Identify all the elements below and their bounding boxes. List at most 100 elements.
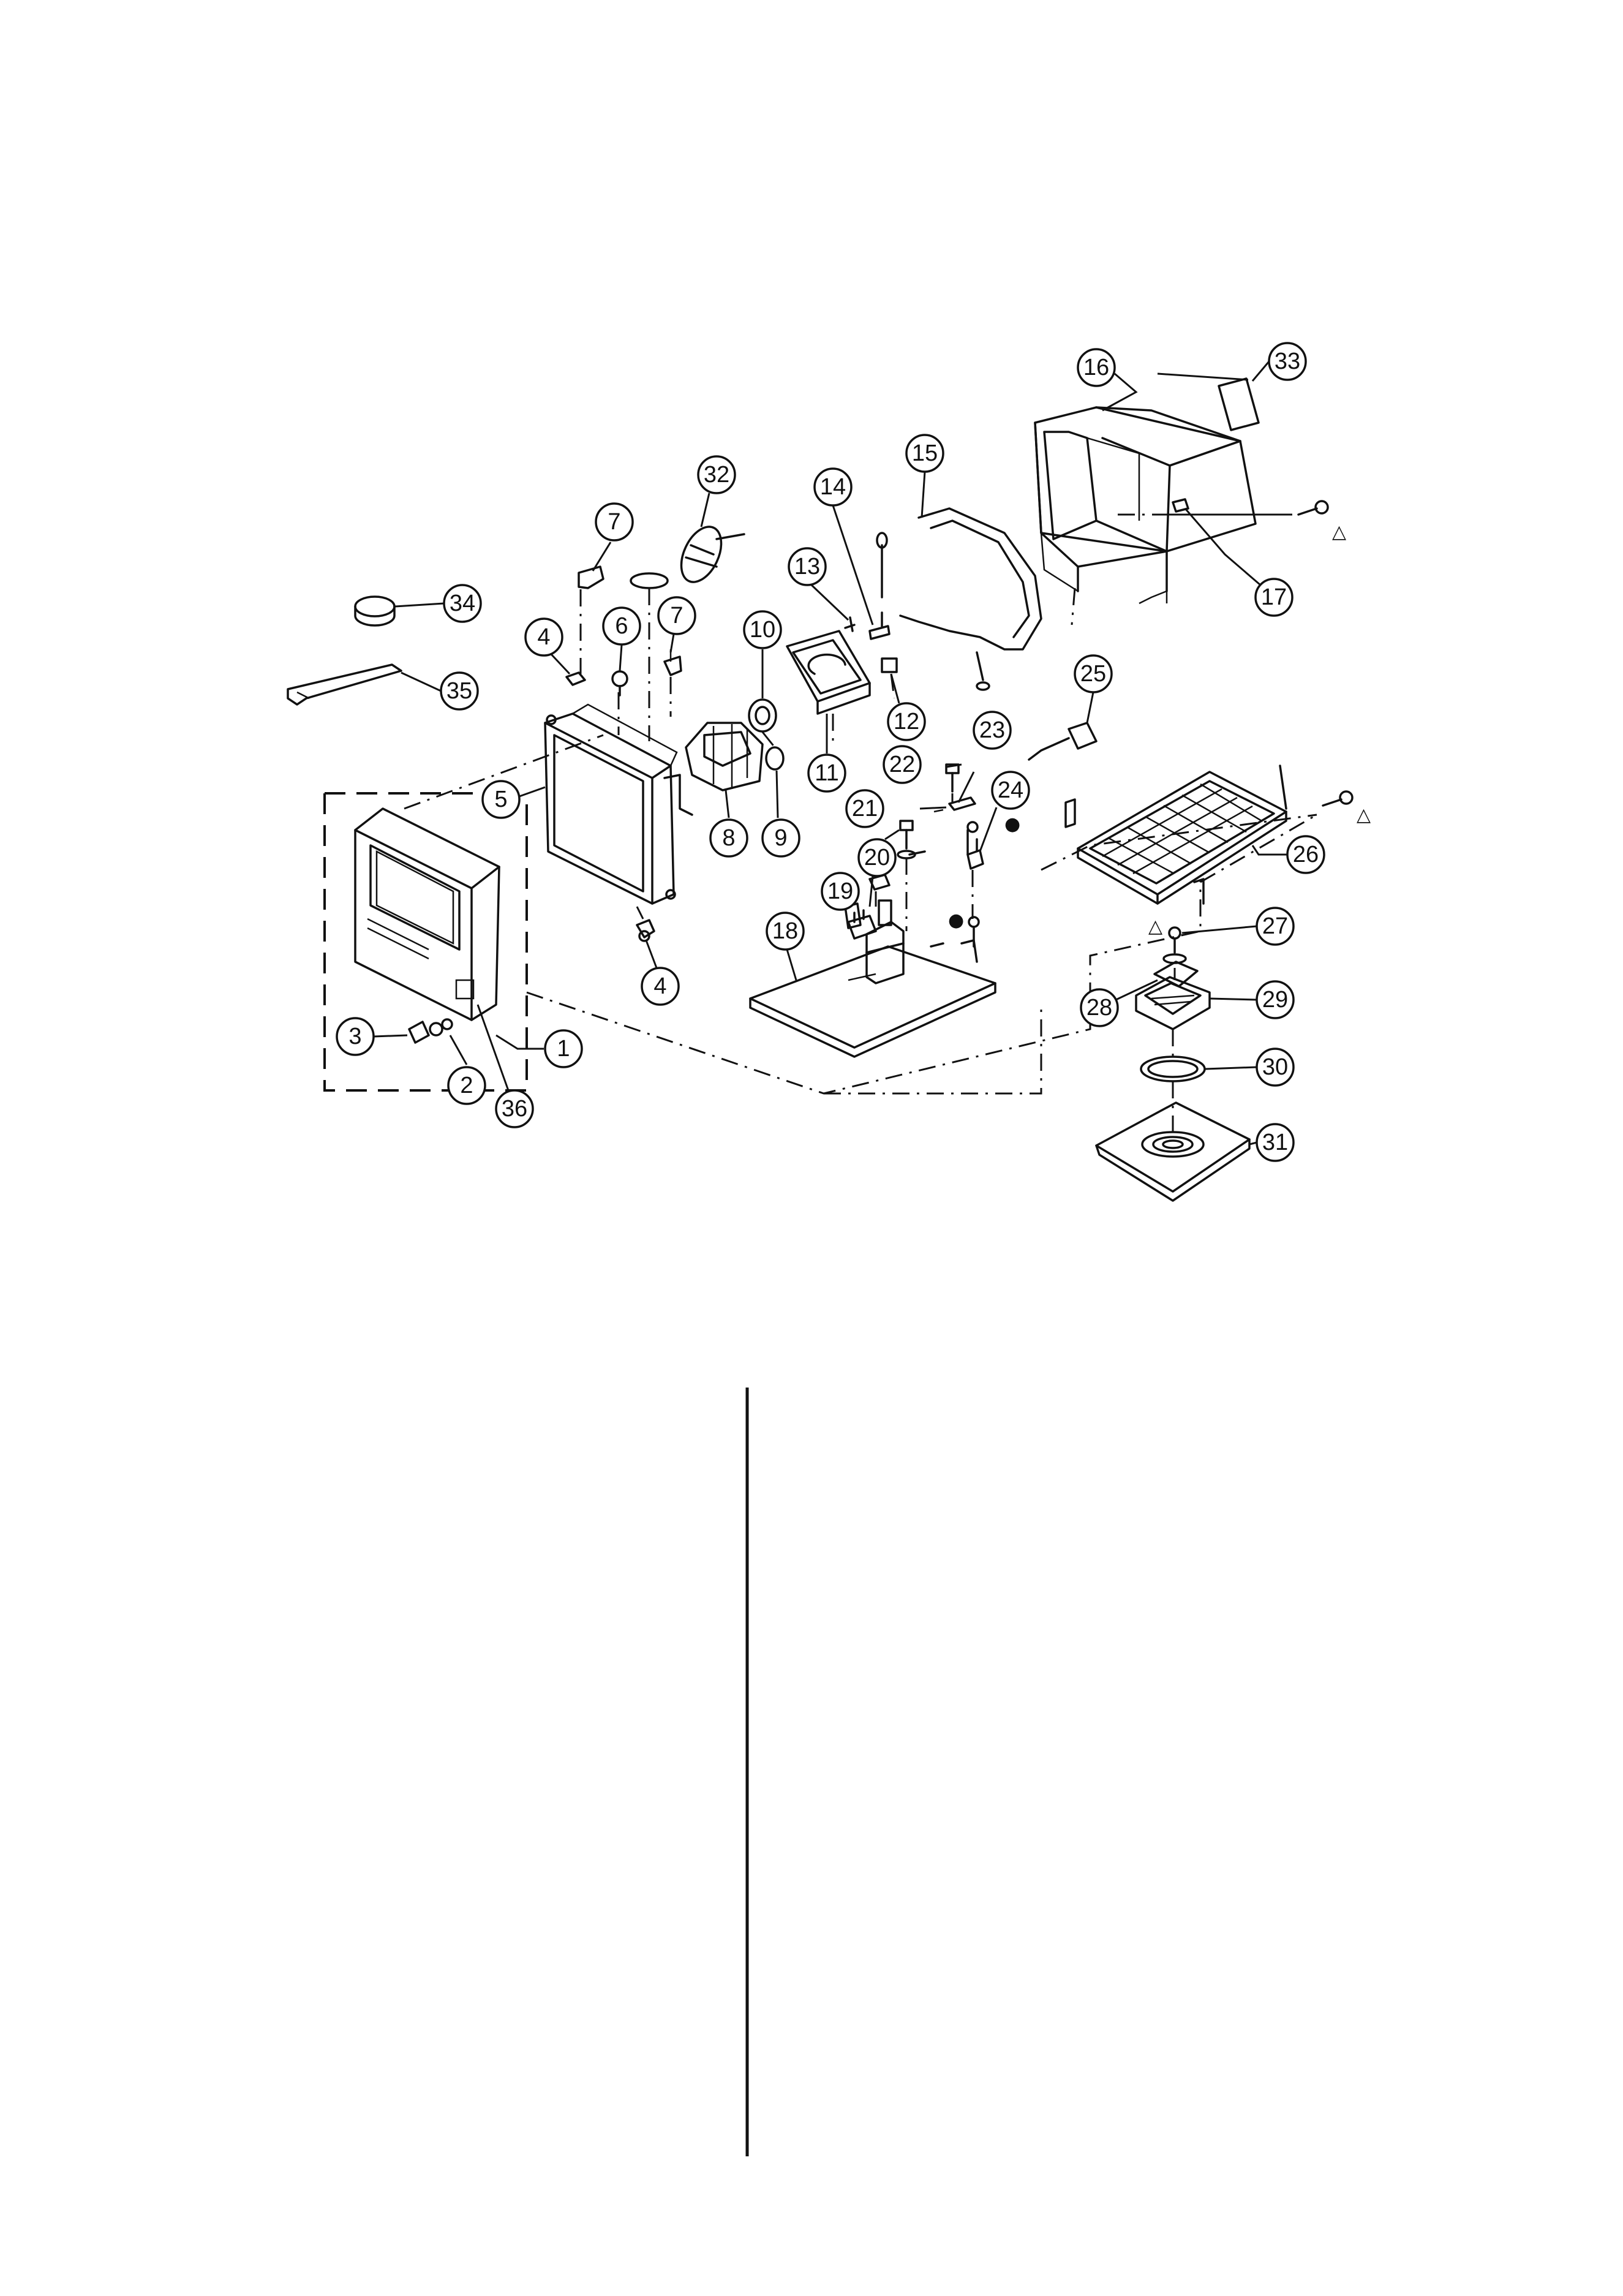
svg-text:16: 16 bbox=[1083, 355, 1109, 380]
svg-text:28: 28 bbox=[1086, 995, 1112, 1021]
main-assembly-outline bbox=[404, 734, 1317, 1095]
chassis-frame-part bbox=[1064, 765, 1287, 905]
screw-part-22 bbox=[945, 763, 960, 793]
callout-1: 1 bbox=[544, 1029, 583, 1068]
svg-text:22: 22 bbox=[889, 752, 915, 777]
callout-17: 17 bbox=[1254, 578, 1294, 617]
cabinet-clip-part bbox=[1172, 498, 1189, 513]
transformer-part bbox=[847, 909, 877, 940]
callout-29: 29 bbox=[1256, 980, 1295, 1019]
marker-symbols: △ △ △ ● ● bbox=[948, 521, 1371, 937]
svg-text:1: 1 bbox=[557, 1036, 570, 1062]
svg-text:29: 29 bbox=[1262, 987, 1288, 1013]
callout-25: 25 bbox=[1074, 654, 1113, 693]
callout-24: 24 bbox=[991, 771, 1030, 810]
svg-text:7: 7 bbox=[608, 509, 620, 535]
svg-text:4: 4 bbox=[653, 973, 666, 999]
callout-9: 9 bbox=[761, 818, 800, 858]
screw-part-6 bbox=[611, 670, 628, 697]
stand-cover-part bbox=[1135, 976, 1211, 1030]
svg-text:20: 20 bbox=[864, 845, 890, 870]
callout-35: 35 bbox=[440, 671, 479, 711]
callout-7-right: 7 bbox=[657, 596, 696, 635]
alignment-lines bbox=[579, 513, 1289, 1133]
callout-10: 10 bbox=[743, 610, 782, 649]
triangle-mark-mid: △ bbox=[1357, 804, 1371, 826]
rear-cabinet-outline bbox=[1041, 814, 1317, 871]
callout-19: 19 bbox=[821, 872, 860, 911]
strip-part bbox=[287, 663, 402, 706]
callout-31: 31 bbox=[1256, 1123, 1295, 1162]
knob-part bbox=[408, 1018, 453, 1044]
svg-text:34: 34 bbox=[450, 591, 475, 616]
callout-18: 18 bbox=[766, 912, 805, 951]
svg-text:6: 6 bbox=[615, 613, 628, 639]
main-pcb-part bbox=[749, 899, 996, 1058]
svg-text:30: 30 bbox=[1262, 1054, 1288, 1080]
svg-text:11: 11 bbox=[815, 760, 838, 786]
svg-text:17: 17 bbox=[1261, 584, 1287, 610]
bracket-part-23 bbox=[933, 796, 976, 813]
callout-28: 28 bbox=[1080, 988, 1119, 1027]
svg-text:4: 4 bbox=[537, 624, 550, 650]
callout-34: 34 bbox=[443, 584, 482, 623]
callout-4-lower: 4 bbox=[641, 967, 680, 1006]
svg-text:19: 19 bbox=[827, 878, 853, 904]
svg-text:7: 7 bbox=[670, 603, 683, 629]
front-cabinet-part bbox=[354, 807, 500, 1021]
svg-text:36: 36 bbox=[502, 1096, 527, 1122]
svg-text:31: 31 bbox=[1262, 1130, 1288, 1155]
clip-part bbox=[844, 616, 856, 632]
callout-26: 26 bbox=[1286, 835, 1325, 874]
holder-part bbox=[786, 630, 871, 715]
svg-text:15: 15 bbox=[912, 440, 938, 466]
svg-text:21: 21 bbox=[852, 796, 878, 821]
callout-11: 11 bbox=[807, 753, 846, 793]
callout-4-upper: 4 bbox=[524, 617, 563, 657]
callout-5: 5 bbox=[481, 780, 521, 819]
callout-13: 13 bbox=[788, 547, 827, 586]
callout-12: 12 bbox=[887, 702, 926, 741]
callout-2: 2 bbox=[447, 1066, 486, 1105]
ring-part bbox=[748, 698, 777, 733]
svg-text:26: 26 bbox=[1293, 842, 1319, 867]
svg-text:10: 10 bbox=[750, 617, 775, 643]
crt-part bbox=[544, 703, 693, 905]
button-part bbox=[354, 595, 396, 627]
svg-text:12: 12 bbox=[894, 709, 919, 734]
svg-text:33: 33 bbox=[1275, 349, 1300, 374]
clamp-part-lower bbox=[636, 919, 655, 942]
svg-text:8: 8 bbox=[722, 825, 735, 851]
svg-text:18: 18 bbox=[772, 918, 798, 944]
callout-3: 3 bbox=[336, 1017, 375, 1056]
callout-7-left: 7 bbox=[595, 502, 634, 542]
callout-23: 23 bbox=[973, 711, 1012, 750]
rating-label-part bbox=[1218, 377, 1260, 431]
triangle-mark-stand: △ bbox=[1148, 916, 1162, 937]
svg-text:23: 23 bbox=[979, 717, 1005, 743]
svg-text:9: 9 bbox=[774, 825, 787, 851]
screw-part-rear-top bbox=[1167, 500, 1329, 516]
dot-mark-lower: ● bbox=[948, 910, 964, 931]
rear-cabinet-part bbox=[1034, 406, 1257, 605]
callout-group: 1 2 3 4 4 5 6 7 7 8 9 10 11 12 13 14 15 … bbox=[336, 342, 1325, 1162]
svg-text:24: 24 bbox=[998, 777, 1023, 803]
callout-33: 33 bbox=[1268, 342, 1307, 381]
callout-21: 21 bbox=[845, 789, 884, 828]
cable-harness-part bbox=[876, 507, 1042, 691]
bracket-part-24 bbox=[966, 821, 984, 870]
block-part bbox=[881, 657, 898, 673]
triangle-mark-top: △ bbox=[1332, 521, 1346, 543]
callout-14: 14 bbox=[813, 467, 853, 507]
bracket-part-7a bbox=[578, 565, 604, 589]
cap-part bbox=[765, 746, 785, 771]
leader-lines bbox=[373, 361, 1289, 1146]
svg-text:2: 2 bbox=[460, 1073, 473, 1098]
screw-part-pcb bbox=[968, 916, 980, 948]
connector-part bbox=[868, 611, 891, 640]
callout-36: 36 bbox=[495, 1089, 534, 1128]
svg-text:27: 27 bbox=[1262, 913, 1288, 939]
callout-30: 30 bbox=[1256, 1048, 1295, 1087]
degauss-coil-part bbox=[630, 526, 745, 589]
